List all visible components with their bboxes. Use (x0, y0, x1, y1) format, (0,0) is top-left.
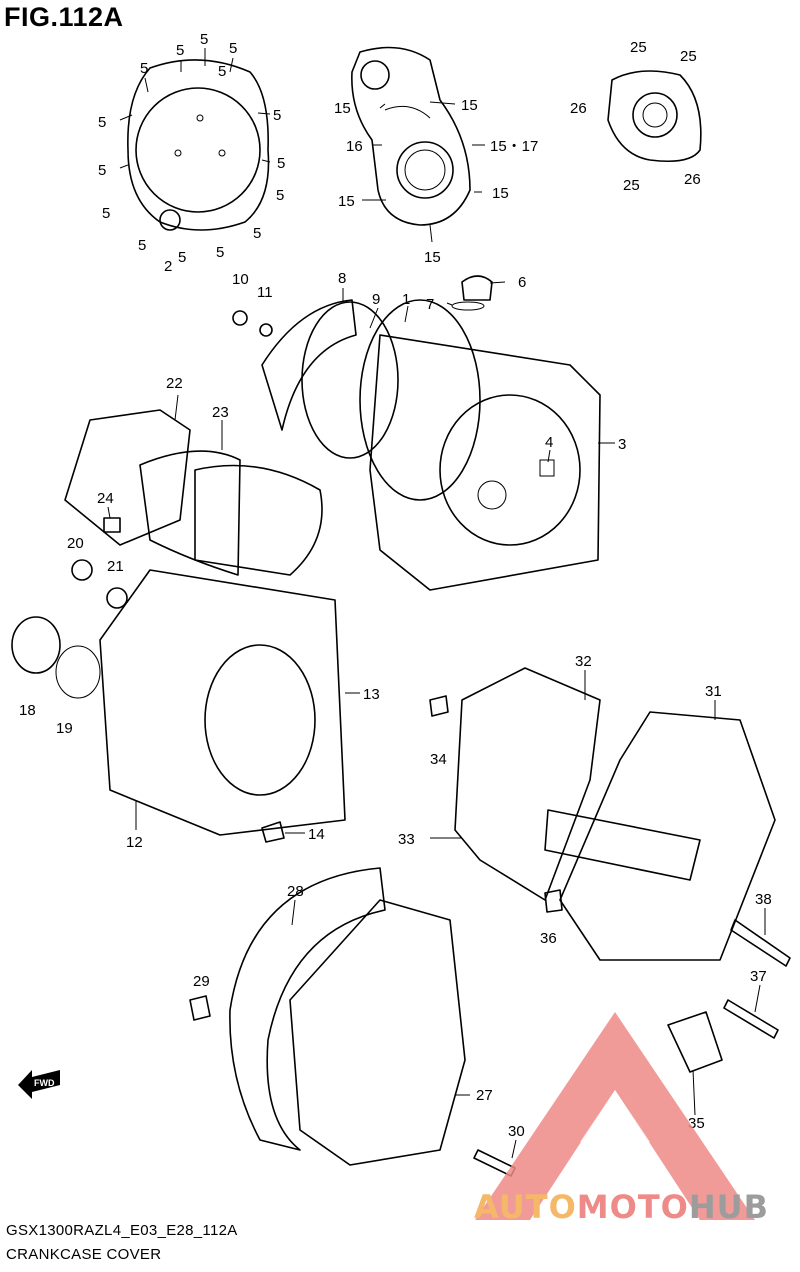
generator-cover-assembly (189, 867, 516, 1177)
callout-label: 5 (98, 162, 106, 179)
callout-label: 5 (276, 187, 284, 204)
callout-label: 15・17 (490, 138, 538, 155)
callout-label: 19 (56, 720, 73, 737)
callout-label: 23 (212, 404, 229, 421)
callout-label: 11 (257, 284, 273, 301)
callout-label: 5 (138, 237, 146, 254)
callout-label: 7 (426, 296, 434, 313)
callout-label: 28 (287, 883, 304, 900)
callout-label: 29 (193, 973, 210, 990)
callout-label: 5 (176, 42, 184, 59)
callout-label: 18 (19, 702, 36, 719)
callout-label: 31 (705, 683, 722, 700)
callout-label: 25 (623, 177, 640, 194)
watermark-triangle-logo (475, 1012, 755, 1220)
callout-label: 34 (430, 751, 447, 768)
callout-label: 2 (164, 258, 172, 275)
callout-label: 16 (346, 138, 363, 155)
callout-label: 14 (308, 826, 325, 843)
callout-label: 5 (273, 107, 281, 124)
callout-label: 5 (102, 205, 110, 222)
callout-label: 3 (618, 436, 626, 453)
callout-label: 20 (67, 535, 84, 552)
callout-label: 15 (424, 249, 441, 266)
fwd-label: FWD (34, 1078, 55, 1088)
watermark-auto: AUTO (474, 1188, 577, 1226)
callout-label: 32 (575, 653, 592, 670)
callout-label: 26 (684, 171, 701, 188)
section-name: CRANKCASE COVER (6, 1246, 162, 1263)
callout-label: 15 (338, 193, 355, 210)
callout-label: 26 (570, 100, 587, 117)
starter-cover-assembly (232, 275, 601, 591)
callout-label: 5 (98, 114, 106, 131)
callout-label: 10 (232, 271, 249, 288)
callout-label: 8 (338, 270, 346, 287)
callout-label: 5 (277, 155, 285, 172)
callout-label: 22 (166, 375, 183, 392)
callout-label: 15 (461, 97, 478, 114)
callout-label: 36 (540, 930, 557, 947)
leader-lines (107, 48, 766, 1159)
callout-label: 30 (508, 1123, 525, 1140)
callout-label: 4 (545, 434, 553, 451)
watermark-moto: MOTO (576, 1188, 689, 1226)
callout-label: 5 (253, 225, 261, 242)
model-code: GSX1300RAZL4_E03_E28_112A (6, 1222, 238, 1239)
callout-label: 13 (363, 686, 380, 703)
callout-label: 5 (200, 31, 208, 48)
figure-title: FIG.112A (4, 2, 124, 32)
callout-label: 6 (518, 274, 526, 291)
callout-label: 25 (680, 48, 697, 65)
callout-label: 12 (126, 834, 143, 851)
callout-label: 37 (750, 968, 767, 985)
clutch-cover-part (127, 59, 270, 231)
callout-label: 25 (630, 39, 647, 56)
callout-label: 15 (334, 100, 351, 117)
callout-label: 5 (218, 63, 226, 80)
callout-label: 27 (476, 1087, 493, 1104)
callout-label: 5 (216, 244, 224, 261)
callout-label: 5 (178, 249, 186, 266)
callout-label: 5 (229, 40, 237, 57)
oil-pump-cover-cluster (11, 409, 346, 843)
water-pump-cover-part (607, 70, 702, 163)
callout-label: 1 (402, 291, 410, 308)
fwd-direction-icon: FWD (18, 1070, 60, 1099)
watermark-text: AUTOMOTOHUB (474, 1188, 769, 1226)
pulser-cover-part (351, 46, 471, 226)
callout-label: 5 (140, 60, 148, 77)
callout-label: 9 (372, 291, 380, 308)
watermark-hub: HUB (688, 1188, 770, 1226)
callout-label: 38 (755, 891, 772, 908)
sprocket-cover-assembly (429, 667, 791, 1073)
callout-label: 21 (107, 558, 124, 575)
callout-label: 24 (97, 490, 114, 507)
callout-label: 33 (398, 831, 415, 848)
callout-labels: 5 5 5 5 5 5 5 5 5 5 5 5 5 5 5 2 15 15 16… (19, 31, 772, 1140)
callout-label: 15 (492, 185, 509, 202)
